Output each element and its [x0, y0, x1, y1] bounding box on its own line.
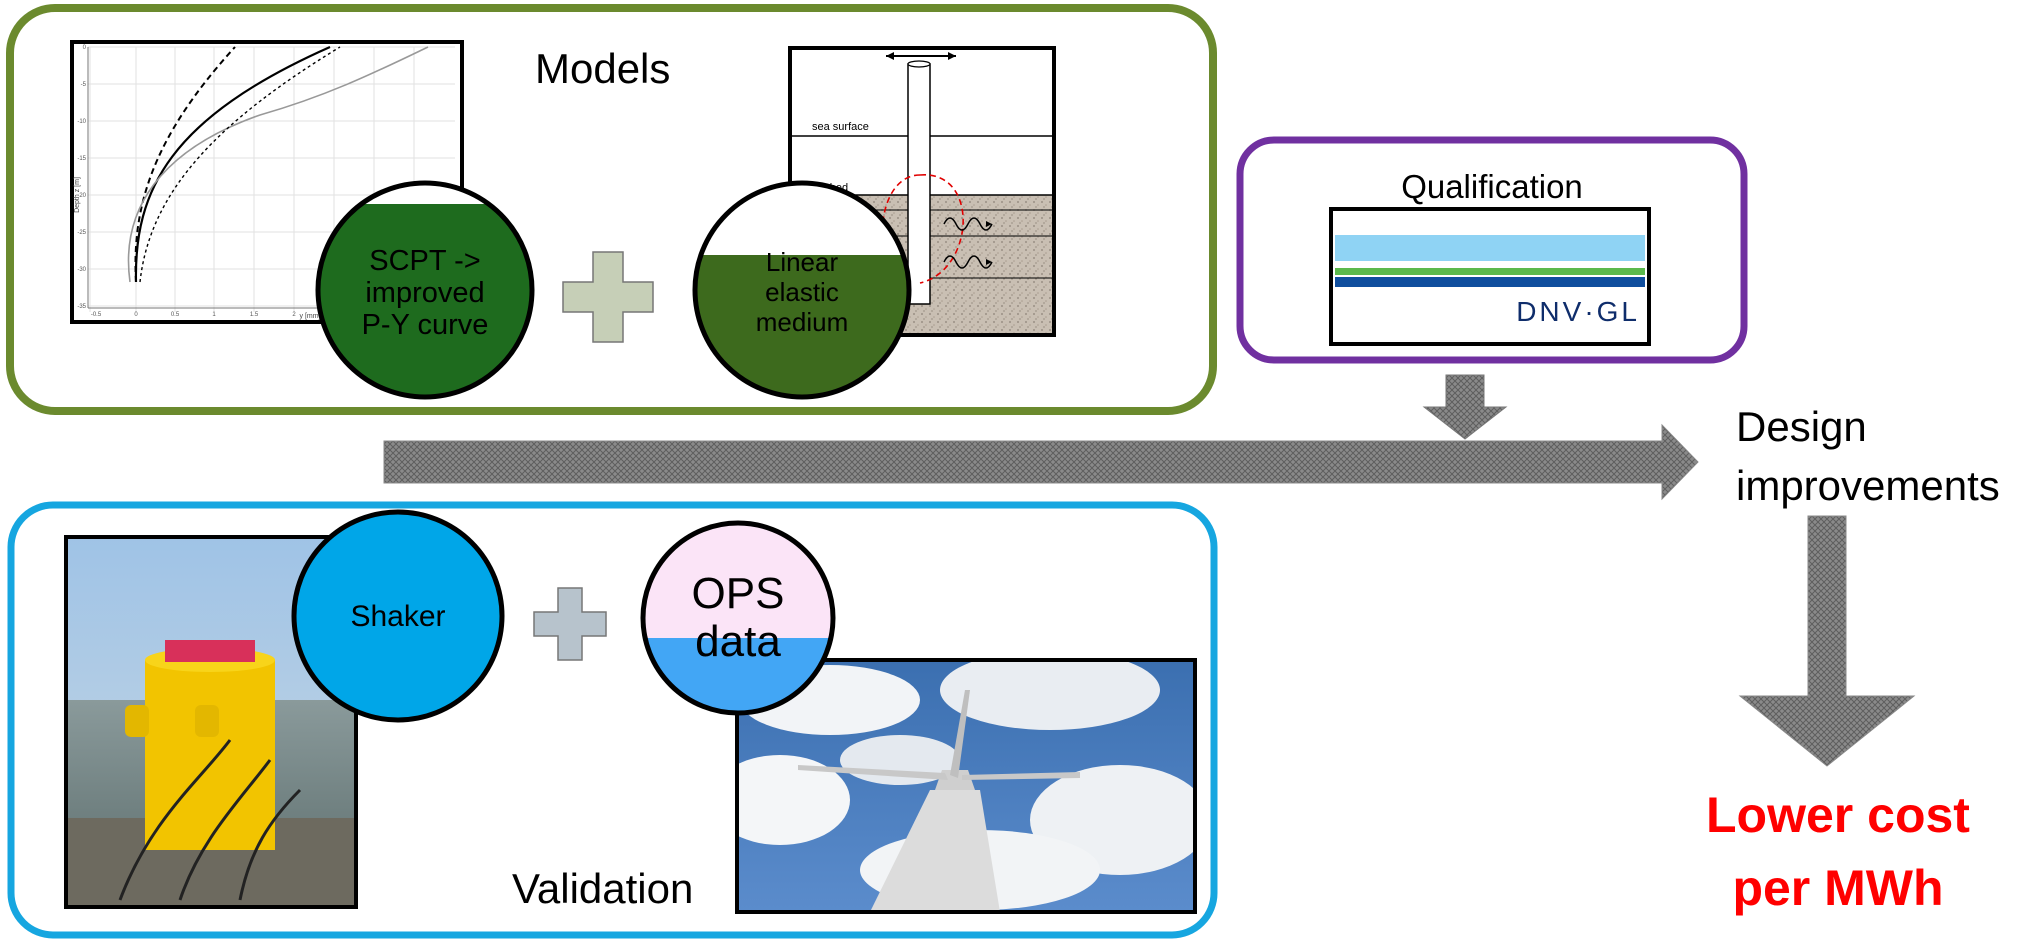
py-ytick: -20: [77, 193, 86, 199]
plus-icon: [533, 587, 607, 661]
ops-label-line2: data: [695, 617, 781, 666]
plus-icon: [562, 251, 654, 343]
validation-title: Validation: [512, 865, 693, 912]
qualification-title: Qualification: [1401, 168, 1583, 205]
py-xtick: 0.5: [171, 312, 180, 318]
validation-panel: [7, 501, 1218, 939]
py-xtick: 2: [292, 312, 296, 318]
dnv-gl-logo-text: DNV·GL: [1516, 296, 1640, 327]
py-ytick: -30: [77, 267, 86, 273]
linear-label-line3: medium: [756, 307, 848, 337]
result-line2: per MWh: [1732, 860, 1943, 916]
py-xtick: -0.5: [91, 312, 102, 318]
ops-label-line1: OPS: [692, 569, 785, 618]
design-improvements-line2: improvements: [1736, 462, 2000, 509]
scpt-circle: [315, 180, 535, 400]
py-xtick: 0: [134, 312, 138, 318]
py-xtick: 1: [212, 312, 216, 318]
models-title: Models: [535, 45, 670, 92]
shaker-photo: [64, 535, 358, 909]
linear-label-line2: elastic: [765, 277, 839, 307]
scpt-label-line1: SCPT ->: [369, 245, 480, 277]
py-plot-ylabel: Depth z [m]: [74, 177, 81, 213]
shaker-circle: [291, 509, 505, 723]
py-ytick: -10: [77, 119, 86, 125]
linear-label-line1: Linear: [766, 247, 839, 277]
result-down-arrow: [1738, 515, 1916, 767]
py-ytick: -25: [77, 230, 86, 236]
dnv-gl-logo: [1329, 207, 1651, 346]
py-ytick: -5: [81, 82, 87, 88]
qualification-down-arrow: [1422, 374, 1508, 440]
scpt-label-line2: improved: [365, 277, 484, 309]
qualification-panel: [1236, 136, 1748, 364]
result-line1: Lower cost: [1706, 787, 1970, 843]
py-ytick: -15: [77, 156, 86, 162]
scpt-label-line3: P-Y curve: [362, 309, 489, 341]
py-ytick: -35: [77, 304, 86, 310]
py-xtick: 1.5: [250, 312, 259, 318]
py-ytick: 0: [83, 45, 87, 51]
main-flow-arrow: [383, 423, 1699, 501]
shaker-label: Shaker: [350, 600, 445, 633]
design-improvements-line1: Design: [1736, 403, 1867, 450]
py-plot-xlabel: y [mm]: [300, 313, 321, 320]
models-panel: [6, 4, 1217, 415]
sea-surface-label: sea surface: [812, 121, 869, 133]
